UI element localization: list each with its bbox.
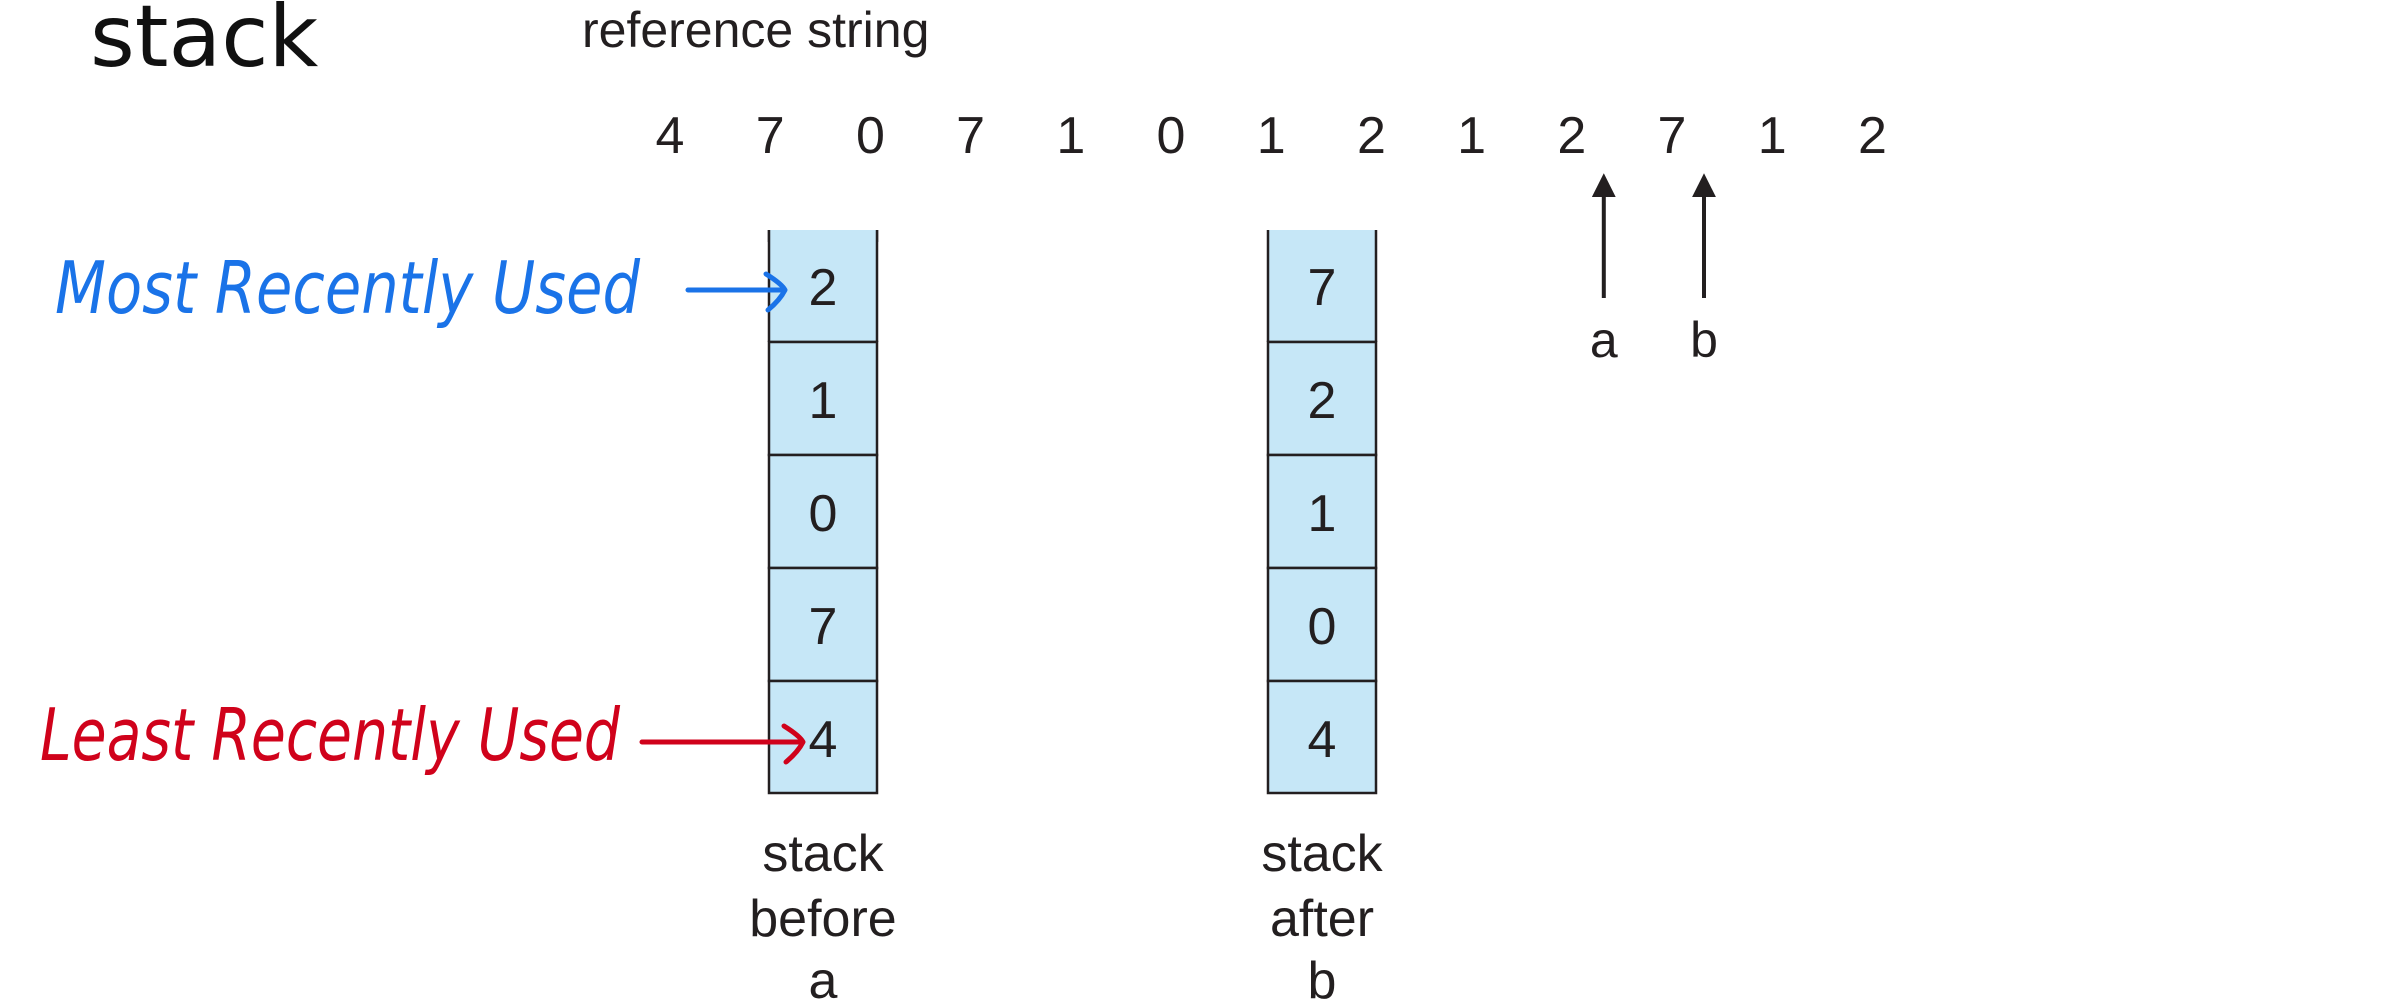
page-title: stack bbox=[90, 0, 319, 87]
reference-value: 2 bbox=[1357, 107, 1386, 165]
reference-value: 7 bbox=[1658, 107, 1687, 165]
stack-cell-value: 1 bbox=[1308, 485, 1337, 543]
stack-caption-line: stack bbox=[1261, 825, 1383, 883]
stack-cell bbox=[769, 230, 877, 342]
reference-value: 0 bbox=[1157, 107, 1186, 165]
stack-cell-value: 1 bbox=[809, 372, 838, 430]
mru-annotation: Most Recently Used bbox=[55, 246, 788, 330]
reference-value: 1 bbox=[1758, 107, 1787, 165]
stack-caption-line: after bbox=[1270, 890, 1374, 948]
stack-cell-value: 2 bbox=[809, 259, 838, 317]
stack-cell bbox=[1266, 340, 1378, 457]
reference-string-label: reference string bbox=[582, 2, 929, 58]
stack-before-a: 2 1 0 7 4 stack before a bbox=[749, 230, 897, 1000]
reference-value: 0 bbox=[856, 107, 885, 165]
stack-after-b: 7 2 1 0 4 stack after b bbox=[1261, 230, 1384, 1000]
stack-cell bbox=[1268, 230, 1376, 342]
stack-cell bbox=[1266, 566, 1378, 683]
marker-b-label: b bbox=[1690, 312, 1718, 368]
reference-value: 1 bbox=[1257, 107, 1286, 165]
reference-string: 4 7 0 7 1 0 1 2 1 2 7 1 2 bbox=[656, 107, 1887, 165]
stack-caption-line: before bbox=[749, 890, 896, 948]
reference-value: 4 bbox=[656, 107, 685, 165]
stack-cell bbox=[1266, 679, 1378, 795]
stack-cell-value: 4 bbox=[1308, 711, 1337, 769]
reference-value: 1 bbox=[1457, 107, 1486, 165]
stack-caption-line: stack bbox=[762, 825, 884, 883]
stack-caption-line: a bbox=[809, 952, 838, 1000]
stack-cell bbox=[767, 340, 879, 457]
stack-caption-line: b bbox=[1308, 952, 1337, 1000]
stack-cell-value: 2 bbox=[1308, 372, 1337, 430]
stack-cell-value: 0 bbox=[1308, 598, 1337, 656]
stack-cell-value: 0 bbox=[809, 485, 838, 543]
stack-cell bbox=[767, 679, 879, 795]
reference-value: 7 bbox=[956, 107, 985, 165]
lru-arrow bbox=[639, 723, 806, 765]
mru-label: Most Recently Used bbox=[55, 246, 641, 330]
stack-cell-value: 7 bbox=[809, 598, 838, 656]
reference-value: 2 bbox=[1858, 107, 1887, 165]
reference-value: 1 bbox=[1056, 107, 1085, 165]
mru-arrow bbox=[685, 271, 788, 313]
stack-cell-value: 4 bbox=[809, 711, 838, 769]
reference-value: 2 bbox=[1557, 107, 1586, 165]
lru-label: Least Recently Used bbox=[40, 693, 621, 777]
reference-value: 7 bbox=[756, 107, 785, 165]
stack-cell-value: 7 bbox=[1308, 259, 1337, 317]
reference-markers: a b bbox=[1590, 173, 1718, 368]
lru-annotation: Least Recently Used bbox=[40, 693, 806, 777]
marker-a-label: a bbox=[1590, 312, 1618, 368]
stack-cell bbox=[1266, 453, 1378, 570]
stack-cell bbox=[767, 453, 879, 570]
